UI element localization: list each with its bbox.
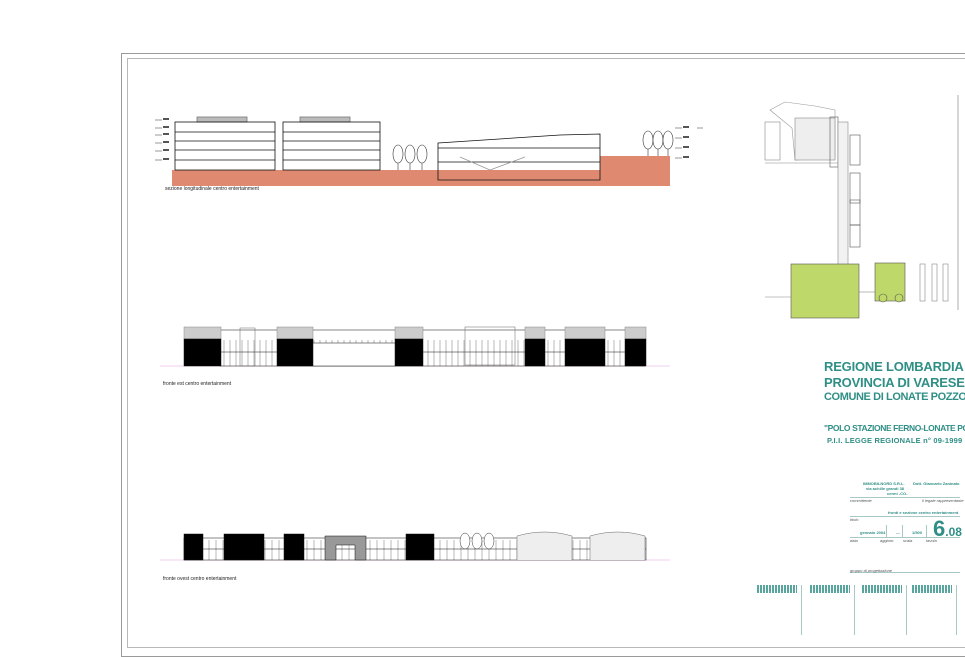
level-marker-label <box>683 136 689 138</box>
divider <box>854 585 855 635</box>
longitudinal-section <box>155 116 703 186</box>
province-title: PROVINCIA DI VARESE <box>824 375 965 390</box>
block-roof <box>394 326 424 340</box>
level-marker-label <box>163 133 169 135</box>
scale-label: scala <box>903 538 913 543</box>
divider <box>801 585 802 635</box>
arched-volume <box>516 531 573 560</box>
building-3 <box>437 133 601 181</box>
entrance-portal <box>324 535 367 561</box>
update-value: --- <box>896 530 900 535</box>
design-group-label: gruppo di progettazione <box>850 568 893 573</box>
trees-right <box>642 130 674 156</box>
client-label: committente <box>850 498 872 503</box>
low-pavilion <box>312 342 396 367</box>
level-marker-label <box>163 118 169 120</box>
sheet-number-main: 6 <box>933 516 946 541</box>
level-marker-label <box>163 149 169 151</box>
tree-crown <box>459 532 471 550</box>
legal-rep-name: Dott. Giancarlo Zaninato <box>913 481 960 486</box>
divider <box>850 497 960 498</box>
divider <box>886 525 887 537</box>
divider <box>902 525 903 537</box>
sheet-title: fronti e sezione centro entertainment <box>888 510 959 515</box>
stair-tower <box>239 327 256 367</box>
tree-crown <box>642 130 654 150</box>
region-title: REGIONE LOMBARDIA <box>824 359 964 374</box>
tree-crown <box>662 130 674 150</box>
client-city: cermi -CO- <box>887 491 908 496</box>
trees-left <box>392 144 428 170</box>
tree-crown <box>483 532 495 550</box>
divider <box>850 537 960 538</box>
divider <box>926 525 927 537</box>
west-elevation-caption: fronte ovest centro entertainment <box>163 576 237 582</box>
tree-crown <box>471 532 483 550</box>
update-label: aggiorn. <box>880 538 895 543</box>
building-2 <box>282 116 381 171</box>
section-caption: sezione longitudinale centro entertainme… <box>165 186 259 192</box>
scale-value: 1/500 <box>912 530 923 535</box>
arched-volume <box>589 531 646 560</box>
sheet-number: 6.08 <box>933 516 962 542</box>
black-block <box>405 533 435 561</box>
block-roof <box>276 326 314 340</box>
divider <box>906 585 907 635</box>
block-roof <box>183 326 222 340</box>
divider <box>956 585 957 635</box>
entrance-portal <box>464 326 516 366</box>
design-group-logo <box>912 585 952 593</box>
sheet-inner-frame <box>127 58 965 648</box>
design-group-logo <box>862 585 902 593</box>
client-name: IMMOBILNORD S.R.L. <box>863 481 905 486</box>
sheet-number-sub: .08 <box>945 525 962 539</box>
design-group-logo <box>810 585 850 593</box>
level-marker-label <box>683 126 689 128</box>
block-roof <box>624 326 647 340</box>
design-group-logo <box>757 585 797 593</box>
black-block <box>283 533 305 561</box>
black-block <box>524 338 546 367</box>
level-marker-label <box>163 141 169 143</box>
tree-crown <box>392 144 404 164</box>
block-roof <box>524 326 546 340</box>
east-elevation-caption: fronte est centro entertainment <box>163 381 232 387</box>
title-label: titolo <box>850 517 859 522</box>
comune-title: COMUNE DI LONATE POZZOLO <box>824 391 965 403</box>
level-marker-label <box>163 158 169 160</box>
building-1 <box>174 116 276 171</box>
sheet-label: tavola <box>926 538 937 543</box>
level-marker-label <box>683 146 689 148</box>
law-reference: P.I.I. LEGGE REGIONALE n° 09-1999 <box>827 436 963 445</box>
project-title: "POLO STAZIONE FERNO-LONATE POZZOLO" <box>824 423 965 433</box>
block-roof <box>564 326 606 340</box>
east-elevation <box>160 326 670 367</box>
date-label: data <box>850 538 858 543</box>
tree-crown <box>404 144 416 164</box>
black-block <box>624 338 647 367</box>
tree-crown <box>652 130 664 150</box>
tree-crown <box>416 144 428 164</box>
date-value: gennaio 2004 <box>860 530 886 535</box>
black-block <box>276 338 314 367</box>
west-elevation <box>160 531 670 561</box>
green-block-1 <box>790 263 860 319</box>
level-marker-label <box>683 156 689 158</box>
black-block <box>183 338 222 367</box>
black-block <box>183 533 204 561</box>
level-markers <box>155 118 703 161</box>
terrain-fill <box>172 156 670 186</box>
level-marker-label <box>163 126 169 128</box>
client-address: via achille grandi 38 <box>866 486 905 491</box>
divider <box>850 572 960 573</box>
black-block <box>564 338 606 367</box>
black-block <box>223 533 265 561</box>
divider <box>850 516 960 517</box>
site-plan <box>764 101 949 319</box>
legal-rep-label: il legale rappresentante <box>922 498 964 503</box>
black-block <box>394 338 424 367</box>
